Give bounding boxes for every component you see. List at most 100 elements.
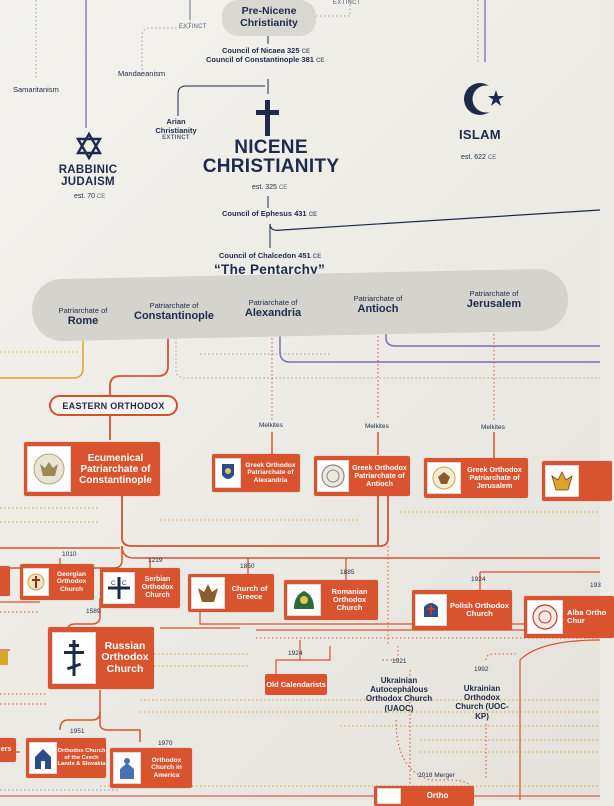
- patriarchate-prefix: Patriarchate of: [353, 294, 403, 303]
- judaism-label: JUDAISM: [61, 175, 115, 188]
- patriarchate-rome: Patriarchate of Rome: [48, 306, 118, 328]
- nicene-label: NICENE: [234, 137, 308, 158]
- cut-off-marker: [0, 651, 8, 665]
- double-headed-eagle-icon: [27, 446, 71, 492]
- islam-label: ISLAM: [459, 127, 501, 142]
- nicaea-ce: CE: [301, 49, 310, 55]
- crescent-star-icon: [462, 80, 506, 118]
- ephesus-ce: CE: [308, 212, 318, 218]
- patriarchate-prefix: Patriarchate of: [149, 301, 199, 310]
- patriarchate-antioch: Patriarchate of Antioch: [342, 294, 414, 316]
- bottom-orthodox-label: Ortho: [426, 790, 449, 800]
- georgian-orthodox-box: Georgian Orthodox Church: [20, 564, 94, 600]
- patriarchate-jerusalem: Patriarchate of Jerusalem: [456, 289, 532, 311]
- russian-orthodox-box: Russian Orthodox Church: [48, 627, 154, 689]
- pre-nicene-christianity: Pre-Nicene Christianity: [222, 0, 316, 36]
- star-of-david-icon: [75, 131, 103, 161]
- georgian-label: Georgian Orthodox Church: [56, 571, 87, 593]
- melkites-label: Melkites: [481, 424, 505, 431]
- bottom-orthodox-box: Ortho: [374, 786, 474, 806]
- year-georgian: 1010: [62, 551, 77, 558]
- islam-est: est. 622: [461, 154, 486, 161]
- patriarchate-constantinople: Patriarchate of Constantinople: [134, 301, 215, 323]
- albanian-orthodox-box: Alba Ortho Chur: [524, 596, 614, 638]
- romanian-emblem-icon: [287, 584, 321, 616]
- constantinople-ce: CE: [316, 58, 325, 64]
- greek-orthodox-antioch-box: Greek Orthodox Patriarchate of Antioch: [314, 456, 410, 496]
- eastern-orthodox-label: EASTERN ORTHODOX: [49, 395, 178, 416]
- old-calendarists-box: Old Calendarists: [265, 674, 327, 695]
- patriarchate-name: Rome: [67, 315, 99, 328]
- patriarchate-name: Constantinople: [134, 310, 215, 323]
- extinct-label: EXTINCT: [179, 24, 207, 30]
- greek-orthodox-alexandria-box: Greek Orthodox Patriarchate of Alexandri…: [212, 454, 300, 492]
- arian-christianity: Arian Christianity: [155, 117, 197, 135]
- svg-text:C: C: [111, 581, 116, 587]
- year-romanian: 1885: [340, 569, 355, 576]
- cut-off-left-box: [0, 566, 10, 596]
- year-russian: 1589: [86, 608, 101, 615]
- ecumenical-patriarchate-box: Ecumenical Patriarchate of Constantinopl…: [24, 442, 160, 496]
- merger-label: 2018 Merger: [418, 772, 455, 779]
- albanian-seal-icon: [527, 600, 563, 634]
- nicene-ce: CE: [278, 185, 288, 191]
- patriarchate-name: Antioch: [357, 303, 399, 316]
- orthodox-cross-icon: [52, 632, 96, 684]
- romanian-orthodox-box: Romanian Orthodox Church: [284, 580, 378, 620]
- america-church-icon: [113, 752, 141, 784]
- patriarchate-alexandria: Patriarchate of Alexandria: [236, 298, 310, 320]
- polish-orthodox-box: Polish Orthodox Church: [412, 590, 512, 630]
- greece-label: Church of Greece: [231, 583, 268, 601]
- america-label: Orthodox Church in America: [151, 757, 182, 779]
- svg-text:C: C: [122, 581, 127, 587]
- patriarchate-prefix: Patriarchate of: [469, 289, 519, 298]
- patriarchate-prefix: Patriarchate of: [58, 306, 108, 315]
- melkites-label: Melkites: [259, 422, 283, 429]
- year-america: 1970: [158, 740, 173, 747]
- year-old-calendarists: 1924: [288, 650, 303, 657]
- uoc-kp-label: Ukrainian Orthodox Church (UOC-KP): [455, 684, 509, 721]
- year-albanian: 193: [590, 582, 601, 589]
- uaoc-label: Ukrainian Autocephalous Orthodox Church …: [365, 676, 433, 713]
- polish-emblem-icon: [415, 594, 447, 626]
- russian-label: Russian Orthodox Church: [101, 639, 149, 675]
- cut-off-church-box: [542, 461, 612, 501]
- czech-church-icon: [29, 742, 57, 774]
- orthodox-church-america-box: Orthodox Church in America: [110, 748, 192, 788]
- polish-label: Polish Orthodox Church: [449, 600, 510, 618]
- islam-ce: CE: [487, 155, 497, 161]
- year-uaoc: 1921: [392, 658, 407, 665]
- ecumenical-patriarchate-label: Ecumenical Patriarchate of Constantinopl…: [79, 452, 152, 486]
- cut-off-box-left: ers: [0, 738, 16, 762]
- year-greece: 1850: [240, 563, 255, 570]
- mandaeanism-label: Mandaeanism: [118, 69, 166, 78]
- albanian-label: Alba Ortho Chur: [567, 607, 607, 625]
- antioch-label: Greek Orthodox Patriarchate of Antioch: [352, 463, 407, 488]
- jerusalem-label: Greek Orthodox Patriarchate of Jerusalem: [467, 465, 522, 490]
- year-serbian: 1219: [148, 557, 163, 564]
- georgian-emblem-icon: [23, 568, 49, 596]
- cut-off-label: ers: [0, 746, 12, 754]
- year-polish: 1924: [471, 576, 486, 583]
- year-czech: 1951: [70, 728, 85, 735]
- alexandria-label: Greek Orthodox Patriarchate of Alexandri…: [245, 462, 296, 484]
- cross-icon: [256, 100, 279, 136]
- czech-slovak-orthodox-box: Orthodox Church of the Czech Lands & Slo…: [26, 738, 106, 778]
- genealogy-lines: [0, 0, 601, 800]
- pentarchy-label: “The Pentarchy”: [214, 262, 326, 277]
- arian-extinct: EXTINCT: [162, 135, 190, 142]
- patriarchate-name: Alexandria: [244, 307, 302, 320]
- serbian-label: Serbian Orthodox Church: [141, 576, 174, 599]
- patriarchate-name: Jerusalem: [466, 298, 522, 311]
- nicene-est: est. 325: [252, 184, 277, 191]
- judaism-est: est. 70: [74, 193, 96, 200]
- antioch-seal-icon: [317, 460, 349, 492]
- greek-orthodox-jerusalem-box: Greek Orthodox Patriarchate of Jerusalem: [424, 458, 528, 498]
- czech-label: Orthodox Church of the Czech Lands & Slo…: [57, 748, 106, 768]
- judaism-ce: CE: [96, 194, 106, 200]
- christianity-label: CHRISTIANITY: [202, 156, 340, 177]
- council-constantinople: Council of Constantinople 381: [206, 55, 314, 64]
